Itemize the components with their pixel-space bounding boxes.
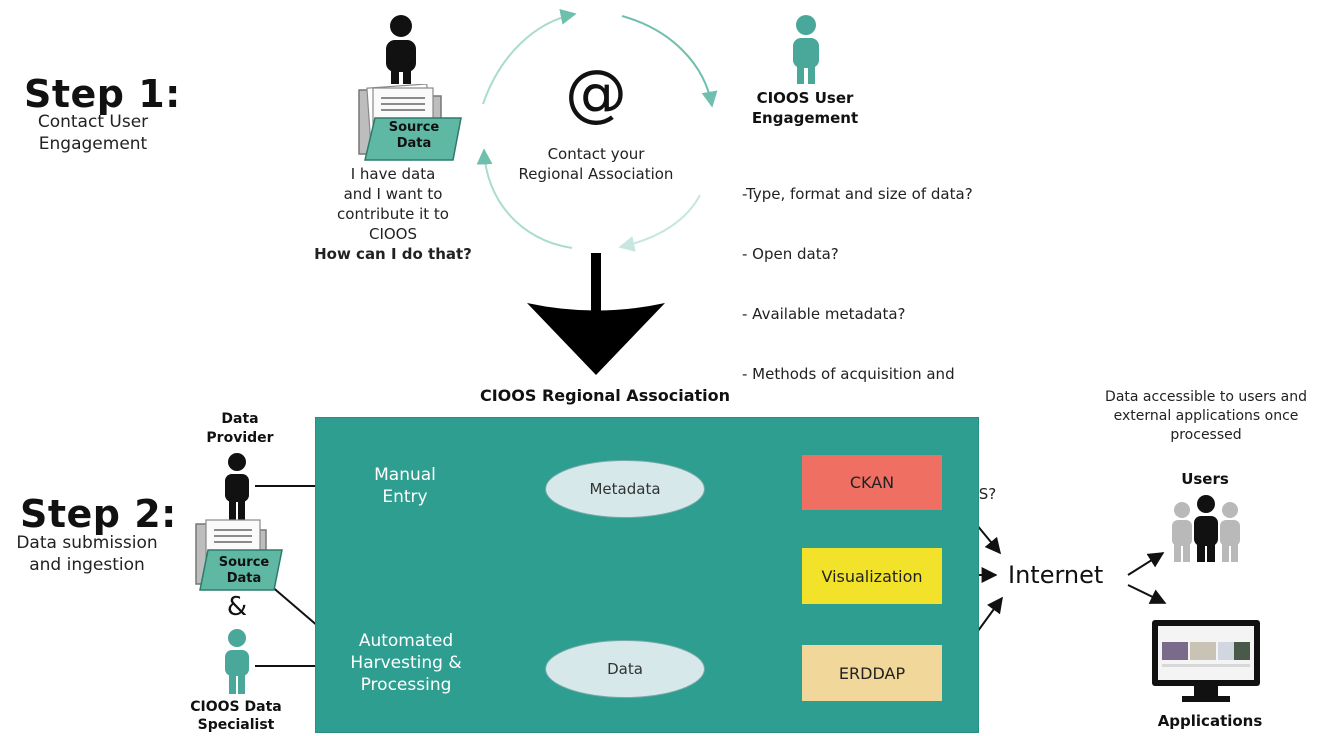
step1-title: Step 1: (24, 72, 181, 116)
data-specialist-person-icon (225, 629, 249, 694)
auto-line3: Processing (360, 675, 452, 695)
engagement-label: CIOOS User Engagement (730, 88, 880, 128)
source-data-folder-icon (358, 84, 462, 161)
auto-line2: Harvesting & (350, 653, 462, 673)
engagement-person-icon (793, 15, 819, 84)
accessible-note: Data accessible to users and external ap… (1080, 388, 1332, 445)
manual-line2: Entry (382, 487, 428, 507)
users-group-icon (1172, 495, 1240, 562)
applications-monitor-icon (1152, 620, 1260, 702)
provider-question-line: and I want to (343, 185, 443, 203)
erddap-box: ERDDAP (802, 645, 942, 701)
manual-line1: Manual (374, 465, 436, 485)
source-data-label: Source Data (374, 120, 454, 152)
visualization-box: Visualization (802, 548, 942, 604)
data-specialist-line2: Specialist (197, 717, 275, 733)
step1-subtitle-line1: Contact User (37, 112, 149, 132)
accessible-line: external applications once (1113, 408, 1299, 424)
source-data-line2: Data (396, 136, 432, 151)
big-arrow-head (527, 303, 665, 375)
step1-subtitle: Contact User Engagement (18, 111, 168, 155)
step2-subtitle-line1: Data submission (16, 533, 158, 553)
users-label: Users (1181, 470, 1229, 488)
automated-harvesting: Automated Harvesting & Processing (336, 630, 476, 696)
regional-association-label: CIOOS Regional Association (479, 386, 731, 405)
metadata-ellipse: Metadata (545, 460, 705, 518)
cycle-arrow-bottom-left (476, 148, 573, 249)
contact-line2: Regional Association (518, 165, 674, 183)
contact-regional-text: Contact your Regional Association (500, 144, 692, 184)
step2-source-data-line1: Source (218, 555, 270, 570)
applications-label: Applications (1157, 712, 1263, 730)
data-specialist-line1: CIOOS Data (190, 699, 282, 715)
contact-line1: Contact your (547, 145, 645, 163)
big-arrow-shaft (591, 253, 601, 328)
at-symbol: @ (565, 56, 627, 129)
data-provider-label: Data Provider (195, 410, 285, 448)
cycle-arrow-top-right (621, 15, 718, 108)
provider-question-bold: How can I do that? (314, 245, 472, 263)
accessible-line: Data accessible to users and (1105, 389, 1307, 405)
data-provider-line2: Provider (206, 430, 274, 446)
ampersand: & (226, 592, 248, 622)
source-data-line1: Source (388, 120, 440, 135)
engagement-line2: Engagement (751, 109, 859, 127)
provider-question-line: I have data (350, 165, 436, 183)
step2-subtitle: Data submission and ingestion (4, 532, 170, 576)
engagement-question: - Open data? (742, 245, 839, 263)
manual-entry: Manual Entry (355, 464, 455, 508)
engagement-question: - Available metadata? (742, 305, 906, 323)
cycle-arrow-top-left (482, 8, 577, 105)
ckan-box: CKAN (802, 455, 942, 510)
step2-title: Step 2: (20, 492, 177, 536)
engagement-line1: CIOOS User (756, 89, 854, 107)
internet-label: Internet (1008, 561, 1104, 589)
step2-source-data-folder-icon (195, 519, 283, 591)
data-provider-person-icon (225, 453, 249, 522)
data-ellipse: Data (545, 640, 705, 698)
provider-question-line: contribute it to (337, 205, 449, 223)
step2-source-data-label: Source Data (206, 555, 282, 587)
engagement-question: - Methods of acquisition and (742, 365, 955, 383)
auto-line1: Automated (358, 631, 454, 651)
cycle-arrow-bottom-right (618, 194, 701, 252)
data-specialist-label: CIOOS Data Specialist (176, 698, 296, 734)
provider-question: I have data and I want to contribute it … (298, 164, 488, 264)
person-icon (386, 15, 416, 84)
provider-question-line: CIOOS (368, 225, 418, 243)
step2-subtitle-line2: and ingestion (29, 555, 145, 575)
step1-subtitle-line2: Engagement (38, 134, 148, 154)
step2-source-data-line2: Data (226, 571, 262, 586)
accessible-line: processed (1170, 427, 1242, 443)
engagement-question: -Type, format and size of data? (742, 185, 973, 203)
data-provider-line1: Data (221, 411, 259, 427)
